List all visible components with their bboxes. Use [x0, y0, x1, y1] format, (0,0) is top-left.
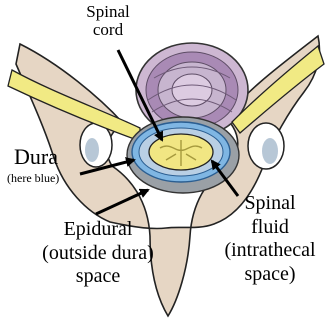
label-epidural-line3: space: [18, 265, 178, 289]
right-facet-shade: [262, 138, 278, 164]
disc-ring-core: [172, 74, 212, 106]
label-epidural: Epidural (outside dura) space: [18, 218, 178, 289]
label-spinal-cord-line2: cord: [70, 21, 146, 39]
label-spinal-cord-line1: Spinal: [70, 3, 146, 21]
left-facet-shade: [85, 138, 99, 162]
label-spinal-fluid-line3: (intrathecal: [210, 239, 329, 263]
label-spinal-cord: Spinal cord: [70, 3, 146, 39]
label-spinal-fluid: Spinal fluid (intrathecal space): [210, 192, 329, 286]
label-dura-note: (here blue): [7, 172, 59, 185]
label-epidural-line1: Epidural: [18, 218, 178, 242]
label-spinal-fluid-line2: fluid: [210, 216, 329, 240]
label-epidural-line2: (outside dura): [18, 242, 178, 266]
label-dura: Dura: [14, 145, 58, 168]
label-spinal-fluid-line1: Spinal: [210, 192, 329, 216]
label-spinal-fluid-line4: space): [210, 263, 329, 287]
